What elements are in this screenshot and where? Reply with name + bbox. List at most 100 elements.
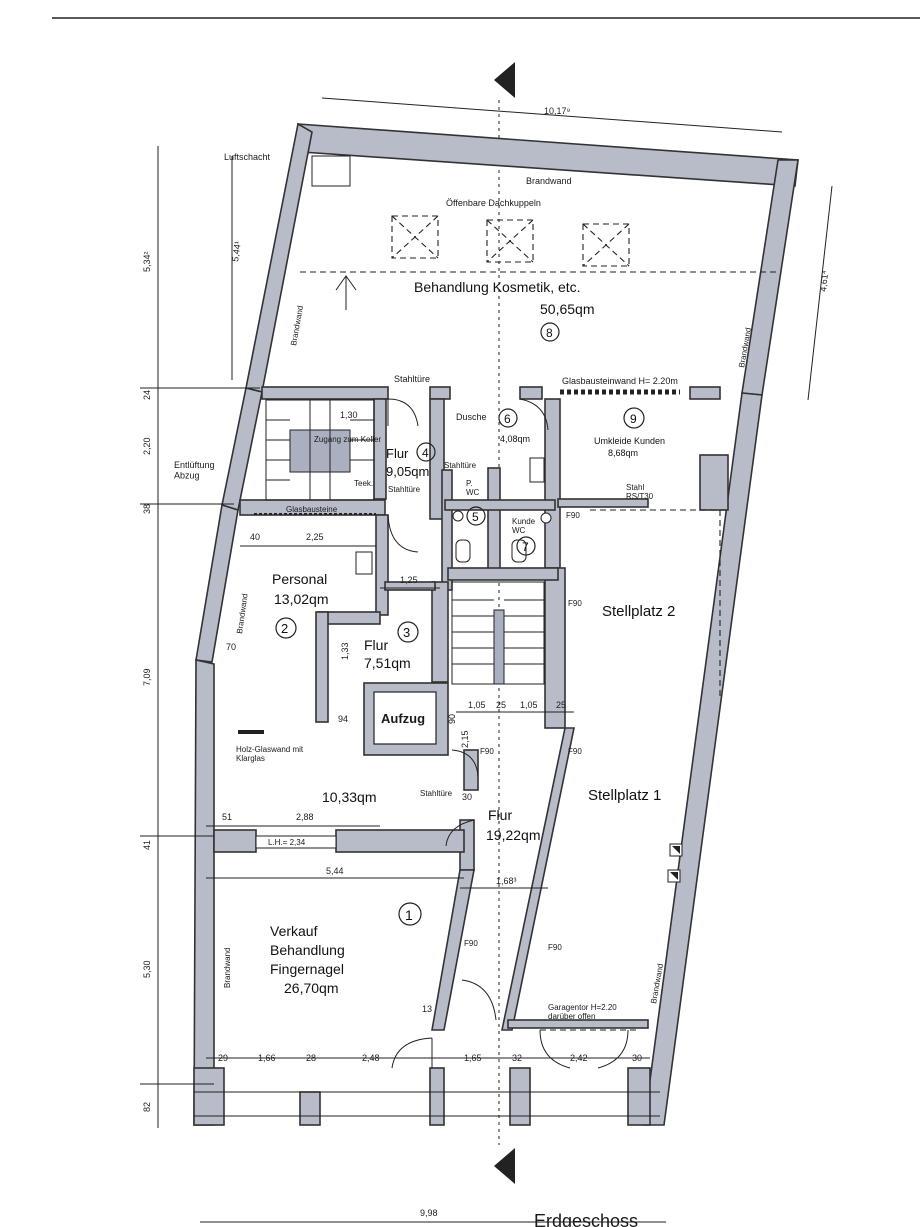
dim-225: 2,25 xyxy=(306,532,324,542)
parking-space-2: Stellplatz 2 xyxy=(602,603,675,620)
room-5-number-circle xyxy=(466,506,486,526)
label-glasbausteinwand: Glasbausteinwand H= 2.20m xyxy=(562,376,678,386)
dim-40: 40 xyxy=(250,532,260,542)
room-1-name-line1: Verkauf xyxy=(270,923,318,939)
room-1-number: 1 xyxy=(405,907,413,923)
room-1-name-line2: Behandlung xyxy=(270,942,345,958)
staircase-main xyxy=(451,581,545,685)
dim-13: 13 xyxy=(422,1004,432,1014)
section-marker-bottom xyxy=(494,1148,515,1184)
dim-544: 5,44 xyxy=(326,866,344,876)
room-6-number: 6 xyxy=(504,412,511,426)
label-dusche: Dusche xyxy=(456,412,487,422)
dim-70: 70 xyxy=(226,642,236,652)
room-8-area: 50,65qm xyxy=(540,301,594,317)
label-brandwand-left2: Brandwand xyxy=(235,593,250,634)
dimension-lines xyxy=(140,97,833,1223)
dim-left-inner-height: 5,44¹ xyxy=(230,241,243,263)
dim-51: 51 xyxy=(222,812,232,822)
room-3-number-circle xyxy=(397,621,419,643)
label-p-wc: P.WC xyxy=(466,479,480,497)
dim-30: 30 xyxy=(462,792,472,802)
dim-left-709: 7,09 xyxy=(142,668,152,686)
dim-288: 2,88 xyxy=(296,812,314,822)
dim-left-530: 5,30 xyxy=(142,960,152,978)
label-brandwand-left: Brandwand xyxy=(289,305,305,346)
room-1-area: 26,70qm xyxy=(284,980,338,996)
label-brandwand-top: Brandwand xyxy=(526,176,572,186)
dim-left-82: 82 xyxy=(142,1102,152,1112)
room-2-number: 2 xyxy=(281,621,288,636)
dim-left-38: 38 xyxy=(142,504,152,514)
label-teek: Teek. xyxy=(354,479,373,488)
label-lh: L.H.= 2,34 xyxy=(268,838,306,847)
interior-walls xyxy=(213,386,729,1031)
dim-left-top-height: 5,34² xyxy=(142,251,152,272)
label-f90-d: F90 xyxy=(568,747,582,756)
label-stahltuere-top: Stahltüre xyxy=(394,374,430,384)
staircase-basement xyxy=(265,399,375,501)
label-f90-b: F90 xyxy=(568,599,582,608)
label-glasbausteine: Glasbausteine xyxy=(286,505,338,514)
dim-90: 90 xyxy=(447,714,457,724)
room-3-name: Flur xyxy=(364,637,388,653)
room-6-area: 4,08qm xyxy=(500,434,530,444)
room-4-area: 9,05qm xyxy=(386,464,429,479)
label-zugang-keller: Zugang zum Keller xyxy=(314,435,381,444)
room-4-name: Flur xyxy=(386,446,409,461)
room-2-number-circle xyxy=(275,617,297,639)
room-9-number: 9 xyxy=(630,412,637,426)
dim-165: 1,65 xyxy=(464,1053,482,1063)
dim-left-220: 2,20 xyxy=(142,437,152,455)
dim-133: 1,33 xyxy=(340,642,350,660)
flur-big-name: Flur xyxy=(488,807,512,823)
dim-168: 1,68³ xyxy=(496,876,517,886)
dim-105a: 1,05 xyxy=(468,700,486,710)
dim-top-width: 10,17⁹ xyxy=(544,106,571,116)
outer-walls xyxy=(193,122,799,1126)
room-1-name-line3: Fingernagel xyxy=(270,961,344,977)
room-9-area: 8,68qm xyxy=(608,448,638,458)
section-marker-top xyxy=(494,62,515,98)
dim-29: 29 xyxy=(218,1053,228,1063)
glass-brick-wall xyxy=(254,389,680,515)
label-stahltuere-mid: Stahltüre xyxy=(444,461,477,470)
label-f90-f: F90 xyxy=(548,943,562,952)
dim-25a: 25 xyxy=(496,700,506,710)
room-3-area: 7,51qm xyxy=(364,655,411,671)
room-6-number-circle xyxy=(498,408,518,428)
dim-30b: 30 xyxy=(632,1053,642,1063)
dim-248: 2,48 xyxy=(362,1053,380,1063)
room-2-name: Personal xyxy=(272,571,327,587)
dim-242: 2,42 xyxy=(570,1053,588,1063)
parking-space-1: Stellplatz 1 xyxy=(588,787,661,804)
room-8-name: Behandlung Kosmetik, etc. xyxy=(414,279,581,295)
label-f90-a: F90 xyxy=(566,511,580,520)
dim-32: 32 xyxy=(512,1053,522,1063)
room-9-number-circle xyxy=(623,407,645,429)
room-7-number-circle xyxy=(516,536,536,556)
dim-left-24: 24 xyxy=(142,390,152,400)
room-4-number-circle xyxy=(416,442,436,462)
dim-bottom-width: 9,98 xyxy=(420,1208,438,1218)
dim-stair-130: 1,30 xyxy=(340,410,358,420)
label-brandwand-left3: Brandwand xyxy=(223,948,232,988)
label-stahltuere-flur: Stahltüre xyxy=(420,789,453,798)
air-shaft xyxy=(311,155,351,187)
label-stahltuere-flur4: Stahltüre xyxy=(388,485,421,494)
hall-area: 10,33qm xyxy=(322,789,376,805)
dim-215: 2,15 xyxy=(460,730,470,748)
skylights xyxy=(300,215,780,273)
room-2-area: 13,02qm xyxy=(274,591,328,607)
dim-125: 1,25 xyxy=(400,575,418,585)
label-aufzug: Aufzug xyxy=(381,711,425,726)
dim-left-41: 41 xyxy=(142,840,152,850)
room-7-number: 7 xyxy=(522,540,529,554)
flur-big-area: 19,22qm xyxy=(486,827,540,843)
room-1-number-circle xyxy=(398,902,422,926)
